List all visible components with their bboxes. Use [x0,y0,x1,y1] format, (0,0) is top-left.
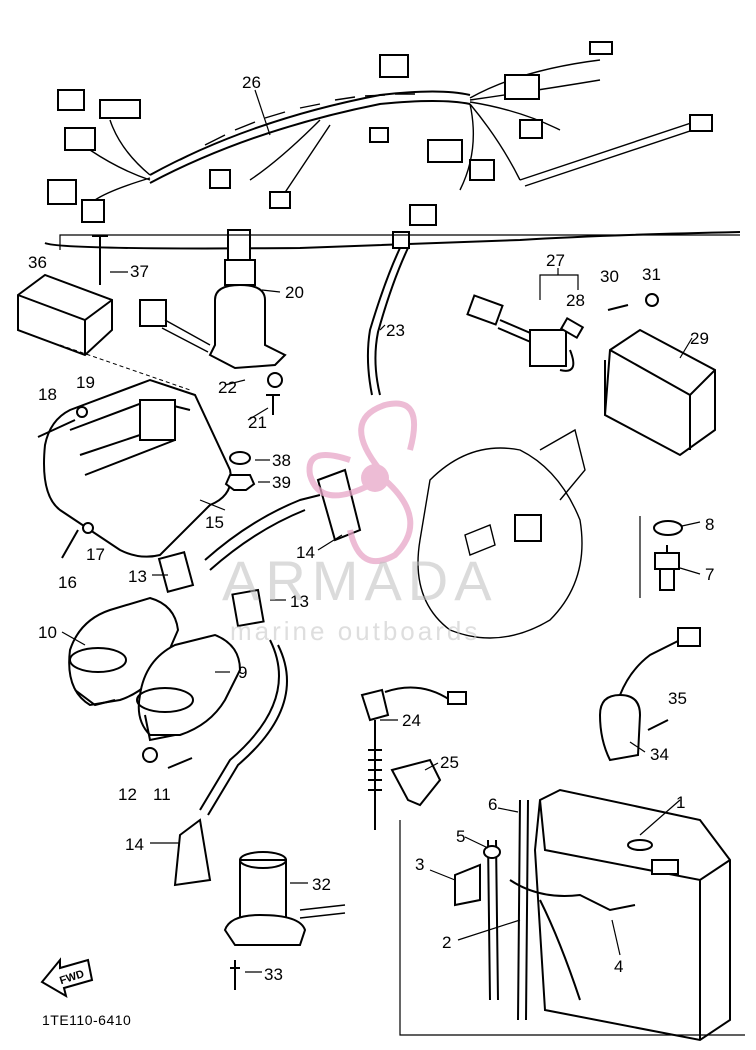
callout-5: 5 [456,827,465,846]
callout-18: 18 [38,385,57,404]
callout-1: 1 [676,793,685,812]
callout-23: 23 [386,321,405,340]
nut-31 [645,293,659,307]
callout-29: 29 [690,329,709,348]
leader-lines [59,89,745,1036]
callout-35: 35 [668,689,687,708]
callout-14-lower: 14 [125,835,144,854]
bolt-33 [230,960,240,990]
callout-16: 16 [58,573,77,592]
ignition-coil-9 [136,633,242,742]
callout-20: 20 [285,283,304,302]
watermark-brand: ARMADA [222,549,498,612]
bolt-37 [92,235,128,285]
callout-4: 4 [614,957,623,976]
screw-16 [61,522,94,559]
callout-9: 9 [238,663,247,682]
rectifier-regulator [17,273,191,391]
callout-19: 19 [76,373,95,392]
callout-25: 25 [440,753,459,772]
callout-12: 12 [118,785,137,804]
screw-18 [37,406,88,438]
callout-27: 27 [546,251,565,270]
callout-38: 38 [272,451,291,470]
callout-31: 31 [642,265,661,284]
screw-30 [607,304,629,311]
callout-34: 34 [650,745,669,764]
callout-11: 11 [153,785,171,804]
fwd-arrow: FWD [40,957,94,999]
plug-lead-lower [173,639,288,887]
callout-30: 30 [600,267,619,286]
callout-10: 10 [38,623,57,642]
callout-37: 37 [130,262,149,281]
cover [43,378,232,558]
nut-12 [142,747,158,763]
callout-33: 33 [264,965,283,984]
callout-39: 39 [272,473,291,492]
callout-36: 36 [28,253,47,272]
sensor-24 [360,686,467,830]
bracket-27 [539,268,579,300]
starter-relay [223,851,346,946]
callout-15: 15 [205,513,224,532]
callout-6: 6 [488,795,497,814]
fuse-holder [466,294,585,372]
callout-3: 3 [415,855,424,874]
callout-labels: 1 2 3 4 5 6 7 8 9 10 11 12 13 13 14 14 1… [28,73,714,984]
callout-7: 7 [705,565,714,584]
bolt-11 [167,757,193,769]
battery-cables [454,799,636,1021]
frame-outline [417,428,586,639]
cap-13-upper [157,550,195,594]
callout-24: 24 [402,711,421,730]
nuts [224,451,256,491]
callout-17: 17 [86,545,105,564]
callout-13-lower: 13 [290,592,309,611]
callout-26: 26 [242,73,261,92]
watermark-tagline: marine outboards [230,616,481,646]
cdi-unit [603,328,716,457]
neutral-switch [653,520,683,591]
callout-22: 22 [218,378,237,397]
watermark-logo [306,400,418,565]
bracket-25 [390,758,442,807]
callout-32: 32 [312,875,331,894]
callout-28: 28 [566,291,585,310]
main-switch [139,229,287,370]
battery [533,788,731,1042]
cap-13-lower [231,588,265,628]
plate-22 [266,372,283,415]
callout-21: 21 [248,413,267,432]
diagram-reference: 1TE110-6410 [42,1012,131,1028]
callout-13-upper: 13 [128,567,147,586]
wire-harness [44,41,741,250]
switch-34 [598,627,701,762]
sensor-23 [366,231,410,396]
callout-14-upper: 14 [296,543,315,562]
callout-2: 2 [442,933,451,952]
callout-8: 8 [705,515,714,534]
plug-lead-upper [204,468,362,571]
